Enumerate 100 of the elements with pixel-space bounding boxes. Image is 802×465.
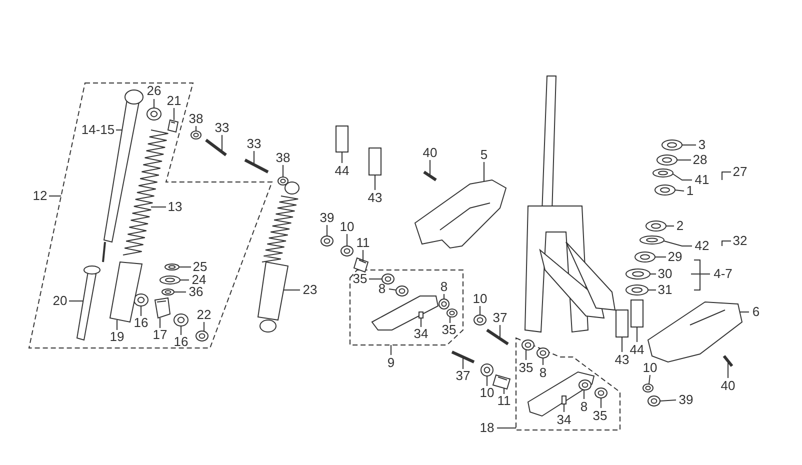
callout-number: 39 [678,393,694,407]
washer-drawing [480,364,494,376]
callout-number: 43 [368,191,382,205]
shock-absorber-drawing [257,182,300,332]
callout-number: 10 [472,292,488,306]
leader-line [68,300,84,302]
washer-drawing [522,340,534,350]
leader-line [390,344,392,356]
callout-number: 23 [302,283,318,297]
callout-number: 18 [480,421,494,435]
callout-number: 41 [694,173,710,187]
callout-number: 31 [658,283,672,297]
elbow-fitting-drawing [154,297,171,318]
spacer-drawing [630,300,644,328]
bushing-drawing [536,348,550,358]
leader-line [180,326,182,336]
callout-number: 8 [580,400,588,414]
bearing-race-drawing [656,154,678,166]
callout-number: 17 [152,328,168,342]
callout-number: 16 [134,316,148,330]
washer-drawing [474,314,486,326]
callout-number: 10 [340,220,354,234]
bolt-drawing [244,158,269,174]
leader-line [420,318,422,328]
bushing-drawing [396,286,408,296]
callout-number: 4-7 [714,267,732,281]
callout-number: 40 [422,146,438,160]
callout-number: 12 [32,189,48,203]
guard-plate-drawing [648,302,743,363]
callout-number: 25 [192,260,208,274]
callout-number: 44 [334,164,350,178]
callout-number: 19 [110,330,124,344]
bearing-race-drawing [654,184,676,196]
callout-number: 2 [676,219,684,233]
bolt-drawing [451,350,475,364]
callout-number: 38 [188,112,204,126]
callout-number: 43 [614,353,630,367]
collar-drawing [168,120,179,133]
bushing-drawing [134,294,148,306]
callout-number: 9 [387,356,395,370]
leader-line [282,164,284,178]
callout-number: 33 [246,137,262,151]
leader-line [368,278,382,280]
callout-number: 14-15 [81,123,115,137]
callout-number: 1 [686,184,694,198]
callout-number: 11 [497,394,511,408]
screw-drawing [423,170,437,182]
bearing-race-drawing [646,220,666,232]
callout-number: 8 [378,282,386,296]
callout-number: 37 [492,311,508,325]
washer-drawing [164,264,180,270]
ball-bearing-ring-drawing [640,236,664,244]
bearing-race-drawing [662,140,682,150]
callout-number: 36 [188,285,204,299]
callout-number: 13 [168,200,182,214]
screw-drawing [722,355,734,367]
leader-line [462,356,464,370]
nut-drawing [162,288,174,296]
callout-number: 29 [668,250,682,264]
grease-nipple-drawing [418,312,424,318]
leader-line [600,398,602,408]
bracket-drawing [690,260,700,290]
bushing-drawing [438,298,450,310]
sleeve-drawing [354,258,369,273]
leader-line [346,234,348,246]
callout-number: 26 [146,84,162,98]
leader-line [150,206,166,208]
leader-line [178,266,192,268]
leader-line [326,224,328,236]
leader-line [636,326,638,342]
leader-line [648,374,650,384]
callout-number: 8 [539,366,547,380]
leader-line [140,306,142,316]
leader-line [654,256,666,258]
nut-drawing [190,130,202,140]
callout-number: 34 [556,413,572,427]
leader-line [674,190,684,192]
callout-number: 27 [732,165,748,179]
washer-drawing [340,246,354,256]
callout-number: 3 [698,138,706,152]
nut-drawing [278,176,288,186]
bearing-race-drawing [634,252,656,262]
washer-drawing [160,276,180,284]
bolt-drawing [205,138,227,156]
callout-number: 35 [442,323,456,337]
leader-line [722,240,732,246]
callout-number: 6 [752,305,760,319]
bushing-drawing [174,314,188,326]
callout-number: 34 [414,327,428,341]
callout-number: 39 [320,211,334,225]
nut-drawing [648,396,660,406]
bushing-drawing [578,380,592,390]
leader-line [362,250,364,262]
leader-line [374,174,376,190]
callout-number: 24 [192,273,206,287]
callout-number: 21 [166,94,182,108]
sleeve-drawing [492,374,511,390]
leader-line [116,320,118,330]
callout-number: 10 [480,386,494,400]
bushing-drawing [146,108,162,120]
